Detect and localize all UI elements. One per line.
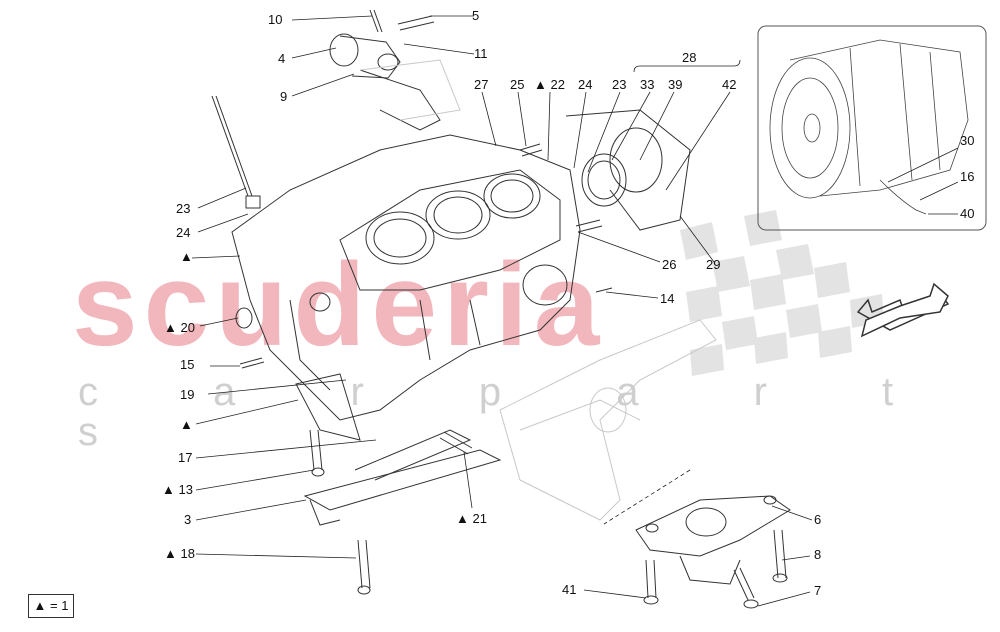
- callout-5: 5: [472, 8, 480, 23]
- callout-14: 14: [660, 291, 675, 306]
- callout-24-top: 24: [578, 77, 593, 92]
- callout-26: 26: [662, 257, 677, 272]
- callout-23-left: 23: [176, 201, 191, 216]
- timing-cover: [565, 109, 691, 231]
- mount-bracket-top: [329, 33, 441, 131]
- callout-40: 40: [960, 206, 975, 221]
- checkered-flag-watermark: [680, 210, 884, 376]
- callout-21: ▲ 21: [456, 511, 487, 526]
- callout-10: 10: [268, 12, 283, 27]
- callout-24-left: 24: [176, 225, 191, 240]
- callout-13: ▲ 13: [162, 482, 193, 497]
- callout-33: 33: [640, 77, 655, 92]
- callout-29: 29: [706, 257, 721, 272]
- callout-20: ▲ 20: [164, 320, 195, 335]
- callout-9: 9: [280, 89, 288, 104]
- callout-28: 28: [682, 50, 697, 65]
- engine-block: [231, 134, 581, 421]
- callout-23-top: 23: [612, 77, 627, 92]
- callout-22: ▲ 22: [534, 77, 565, 92]
- legend-triangle-symbol: ▲: [33, 598, 47, 613]
- callout-41: 41: [562, 582, 577, 597]
- callout-4: 4: [278, 51, 286, 66]
- watermark-subtitle: c a r p a r t s: [78, 370, 946, 454]
- transmission-inset-frame: [757, 25, 987, 231]
- callout-25: 25: [510, 77, 525, 92]
- direction-arrow-icon: [856, 282, 950, 338]
- callout-11: 11: [474, 46, 488, 61]
- legend-box: ▲ = 1: [28, 594, 74, 618]
- legend-text: = 1: [50, 598, 69, 613]
- callout-3: 3: [184, 512, 192, 527]
- callout-30: 30: [960, 133, 975, 148]
- callout-8: 8: [814, 547, 822, 562]
- subframe-ghost: [359, 59, 717, 521]
- callout-42: 42: [722, 77, 737, 92]
- callout-7: 7: [814, 583, 822, 598]
- engine-mount: [635, 495, 791, 585]
- leader-lines: [191, 15, 959, 607]
- callout-2-marker: ▲: [180, 417, 193, 432]
- callout-6: 6: [814, 512, 822, 527]
- callout-17: 17: [178, 450, 193, 465]
- callout-27: 27: [474, 77, 489, 92]
- fasteners: [211, 9, 788, 609]
- transmission-drawing: [769, 39, 969, 215]
- callout-16: 16: [960, 169, 975, 184]
- callout-1-marker: ▲: [180, 249, 193, 264]
- callout-15: 15: [180, 357, 195, 372]
- bearing-ladder: [295, 373, 502, 526]
- callout-19: 19: [180, 387, 195, 402]
- watermark-brand: scuderia: [72, 239, 606, 371]
- callout-39: 39: [668, 77, 683, 92]
- callout-18: ▲ 18: [164, 546, 195, 561]
